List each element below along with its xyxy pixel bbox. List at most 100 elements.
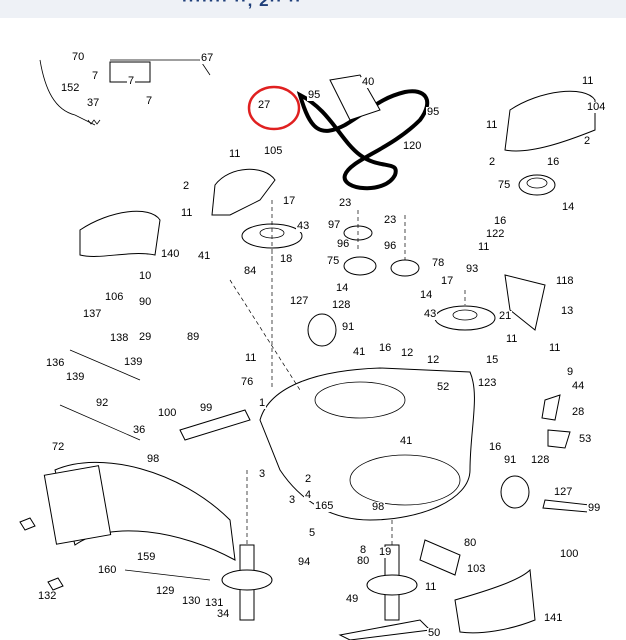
part-label[interactable]: 40: [361, 76, 376, 88]
part-label[interactable]: 129: [155, 585, 176, 597]
part-label[interactable]: 91: [341, 321, 356, 333]
part-label[interactable]: 12: [426, 354, 441, 366]
part-label[interactable]: 43: [296, 220, 311, 232]
part-label[interactable]: 9: [566, 366, 575, 378]
part-label[interactable]: 160: [97, 564, 118, 576]
part-label[interactable]: 14: [419, 289, 434, 301]
part-label[interactable]: 11: [548, 342, 562, 354]
part-label[interactable]: 12: [400, 347, 415, 359]
part-label[interactable]: 11: [477, 241, 491, 253]
part-label[interactable]: 84: [243, 265, 258, 277]
part-label[interactable]: 2: [182, 180, 191, 192]
part-label[interactable]: 2: [488, 156, 497, 168]
part-label[interactable]: 16: [493, 215, 508, 227]
part-label[interactable]: 17: [282, 195, 297, 207]
part-label[interactable]: 67: [200, 52, 215, 64]
part-label[interactable]: 21: [498, 310, 513, 322]
part-label[interactable]: 41: [399, 435, 414, 447]
part-label[interactable]: 91: [503, 454, 518, 466]
part-label[interactable]: 72: [51, 441, 66, 453]
part-label[interactable]: 140: [160, 248, 181, 260]
part-label[interactable]: 128: [331, 299, 352, 311]
part-label[interactable]: 2: [304, 473, 313, 485]
part-label[interactable]: 93: [465, 263, 480, 275]
part-label[interactable]: 90: [138, 296, 153, 308]
part-label[interactable]: 8: [359, 544, 368, 556]
part-label[interactable]: 103: [466, 563, 487, 575]
part-label[interactable]: 94: [297, 556, 312, 568]
part-label[interactable]: 41: [197, 250, 212, 262]
part-label[interactable]: 127: [289, 295, 310, 307]
part-label[interactable]: 97: [327, 219, 342, 231]
part-label[interactable]: 27: [257, 99, 272, 111]
part-label[interactable]: 122: [485, 228, 506, 240]
part-label[interactable]: 16: [546, 156, 561, 168]
part-label[interactable]: 7: [91, 70, 100, 82]
part-label[interactable]: 100: [559, 548, 580, 560]
part-label[interactable]: 89: [186, 331, 201, 343]
part-label[interactable]: 19: [378, 546, 393, 558]
part-label[interactable]: 139: [123, 356, 144, 368]
part-label[interactable]: 36: [132, 424, 147, 436]
part-label[interactable]: 165: [314, 500, 335, 512]
part-label[interactable]: 98: [371, 501, 386, 513]
part-label[interactable]: 131: [204, 597, 225, 609]
part-label[interactable]: 11: [244, 352, 258, 364]
part-label[interactable]: 120: [402, 140, 423, 152]
part-label[interactable]: 76: [240, 376, 255, 388]
part-label[interactable]: 17: [440, 275, 455, 287]
part-label[interactable]: 70: [71, 51, 86, 63]
part-label[interactable]: 53: [578, 433, 593, 445]
part-label[interactable]: 78: [431, 257, 446, 269]
part-label[interactable]: 128: [530, 454, 551, 466]
part-label[interactable]: 75: [497, 179, 512, 191]
part-label[interactable]: 37: [86, 97, 101, 109]
part-label[interactable]: 11: [424, 581, 438, 593]
part-label[interactable]: 105: [263, 145, 284, 157]
part-label[interactable]: 23: [383, 214, 398, 226]
part-label[interactable]: 7: [145, 95, 154, 107]
part-label[interactable]: 141: [543, 612, 564, 624]
part-label[interactable]: 100: [157, 407, 178, 419]
part-label[interactable]: 4: [304, 489, 313, 501]
part-label[interactable]: 99: [587, 502, 602, 514]
part-label[interactable]: 127: [553, 486, 574, 498]
part-label[interactable]: 14: [335, 282, 350, 294]
part-label[interactable]: 10: [138, 270, 153, 282]
part-label[interactable]: 95: [307, 89, 322, 101]
part-label[interactable]: 11: [505, 333, 519, 345]
part-label[interactable]: 139: [65, 371, 86, 383]
part-label[interactable]: 118: [555, 275, 575, 287]
part-label[interactable]: 7: [127, 75, 136, 87]
part-label[interactable]: 130: [181, 595, 202, 607]
part-label[interactable]: 123: [477, 377, 498, 389]
part-label[interactable]: 15: [485, 354, 500, 366]
part-label[interactable]: 29: [138, 331, 153, 343]
part-label[interactable]: 34: [216, 608, 231, 620]
part-label[interactable]: 104: [586, 101, 607, 113]
part-label[interactable]: 14: [561, 201, 576, 213]
part-label[interactable]: 96: [383, 240, 398, 252]
part-label[interactable]: 43: [423, 308, 438, 320]
part-label[interactable]: 52: [436, 381, 451, 393]
part-label[interactable]: 41: [352, 346, 367, 358]
part-label[interactable]: 152: [60, 82, 81, 94]
part-label[interactable]: 13: [560, 305, 575, 317]
part-label[interactable]: 50: [427, 627, 442, 639]
part-label[interactable]: 136: [45, 357, 66, 369]
part-label[interactable]: 95: [426, 106, 441, 118]
part-label[interactable]: 18: [279, 253, 294, 265]
part-label[interactable]: 1: [258, 397, 267, 409]
part-label[interactable]: 132: [37, 590, 58, 602]
part-label[interactable]: 11: [180, 207, 194, 219]
part-label[interactable]: 99: [199, 402, 214, 414]
part-label[interactable]: 23: [338, 197, 353, 209]
part-label[interactable]: 5: [308, 527, 317, 539]
part-label[interactable]: 3: [258, 468, 267, 480]
part-label[interactable]: 11: [485, 119, 499, 131]
part-label[interactable]: 138: [109, 332, 130, 344]
part-label[interactable]: 106: [104, 291, 125, 303]
part-label[interactable]: 11: [581, 75, 595, 87]
part-label[interactable]: 92: [95, 397, 110, 409]
part-label[interactable]: 49: [345, 593, 360, 605]
